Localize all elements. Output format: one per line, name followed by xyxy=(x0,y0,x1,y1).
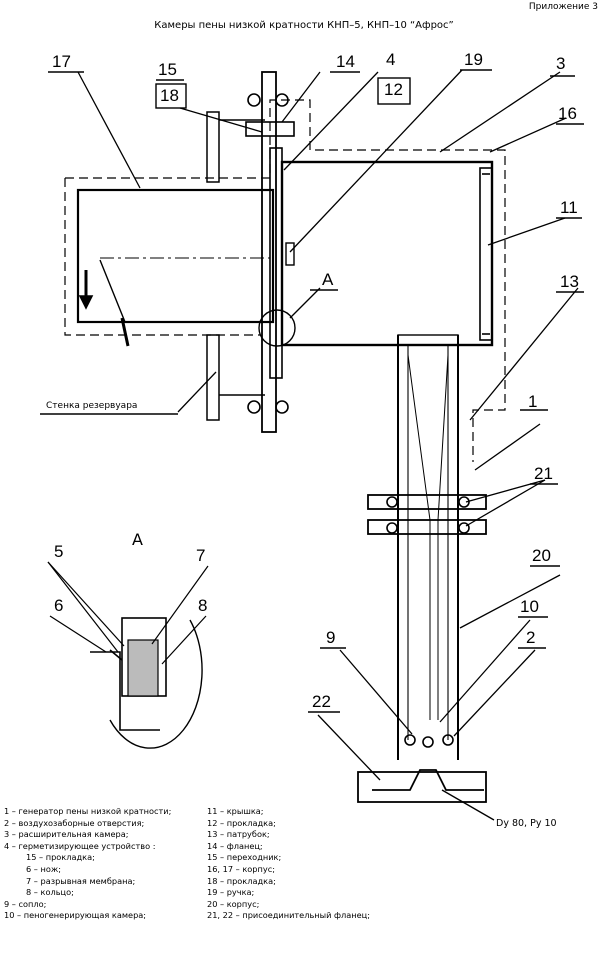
callout-21: 21 xyxy=(534,464,553,483)
legend-item: 15 – переходник; xyxy=(207,852,282,863)
legend-item: 6 – нож; xyxy=(26,863,62,874)
callout-9: 9 xyxy=(326,628,336,647)
legend-item: 3 – расширительная камера; xyxy=(4,829,129,840)
callout-13: 13 xyxy=(560,272,579,291)
appendix-label: Приложение 3 xyxy=(528,2,598,12)
legend-item: 13 – патрубок; xyxy=(207,829,270,840)
legend-item: 8 – кольцо; xyxy=(26,887,74,898)
foam-chamber-10 xyxy=(407,354,449,720)
callout-10: 10 xyxy=(520,597,539,616)
callout-3: 3 xyxy=(556,54,566,73)
legend-left: 1 – генератор пены низкой кратности; 2 –… xyxy=(4,806,171,922)
flange-spec-label: Dy 80, Py 10 xyxy=(496,818,557,829)
legend-item: 2 – воздухозаборные отверстия; xyxy=(4,817,145,828)
legend-item: 16, 17 – корпус; xyxy=(207,863,275,874)
callout-19: 19 xyxy=(464,50,483,69)
legend-right: 11 – крышка; 12 – прокладка; 13 – патруб… xyxy=(207,806,370,922)
callout-14: 14 xyxy=(336,52,355,71)
callout-A: А xyxy=(322,270,334,289)
flange-14 xyxy=(261,71,277,433)
expansion-chamber-3 xyxy=(280,160,494,347)
callout-17: 17 xyxy=(52,52,71,71)
callout-5: 5 xyxy=(54,542,64,561)
legend-item: 11 – крышка; xyxy=(207,806,264,816)
callout-15: 15 xyxy=(158,60,177,79)
callout-16: 16 xyxy=(558,104,577,123)
detail-a-title: А xyxy=(132,530,143,549)
detail-a-view xyxy=(47,561,209,749)
callout-6: 6 xyxy=(54,596,64,615)
pipe-13 xyxy=(397,335,459,760)
callout-22: 22 xyxy=(312,692,331,711)
box-12 xyxy=(377,77,411,105)
legend-item: 12 – прокладка; xyxy=(207,817,276,828)
legend-item: 20 – корпус; xyxy=(207,898,260,909)
legend-item: 7 – разрывная мембрана; xyxy=(26,875,136,886)
legend-item: 18 – прокладка; xyxy=(207,875,276,886)
detail-a-marker xyxy=(258,309,296,347)
flange-21-lower xyxy=(367,519,487,535)
callout-18: 18 xyxy=(160,86,179,105)
pipe-17 xyxy=(76,188,275,324)
callout-8: 8 xyxy=(198,596,208,615)
tank-wall-upper xyxy=(206,111,220,183)
flange-22 xyxy=(357,771,487,803)
legend-item: 15 – прокладка; xyxy=(26,852,95,863)
callout-1: 1 xyxy=(528,392,538,411)
legend-item: 21, 22 – присоединительный фланец; xyxy=(207,910,370,921)
cover-11 xyxy=(479,167,493,341)
legend-item: 10 – пеногенерирующая камера; xyxy=(4,910,147,921)
legend-item: 14 – фланец; xyxy=(207,840,263,851)
flange-21-upper xyxy=(367,494,487,510)
legend-item: 19 – ручка; xyxy=(207,887,255,898)
box-18 xyxy=(155,83,187,109)
wall-label: Стенка резервуара xyxy=(46,401,138,411)
handle-19 xyxy=(285,242,295,266)
callout-20: 20 xyxy=(532,546,551,565)
callout-7: 7 xyxy=(196,546,206,565)
callout-11: 11 xyxy=(560,198,578,217)
tank-wall-lower xyxy=(206,334,220,421)
callout-2: 2 xyxy=(526,628,536,647)
callout-4: 4 xyxy=(386,50,396,69)
callout-12: 12 xyxy=(384,80,403,99)
legend-item: 1 – генератор пены низкой кратности; xyxy=(4,806,172,816)
legend-item: 4 – герметизирующее устройство : xyxy=(4,840,156,851)
drawing-title: Камеры пены низкой кратности КНП–5, КНП–… xyxy=(154,20,454,31)
legend-item: 9 – сопло; xyxy=(4,898,47,909)
